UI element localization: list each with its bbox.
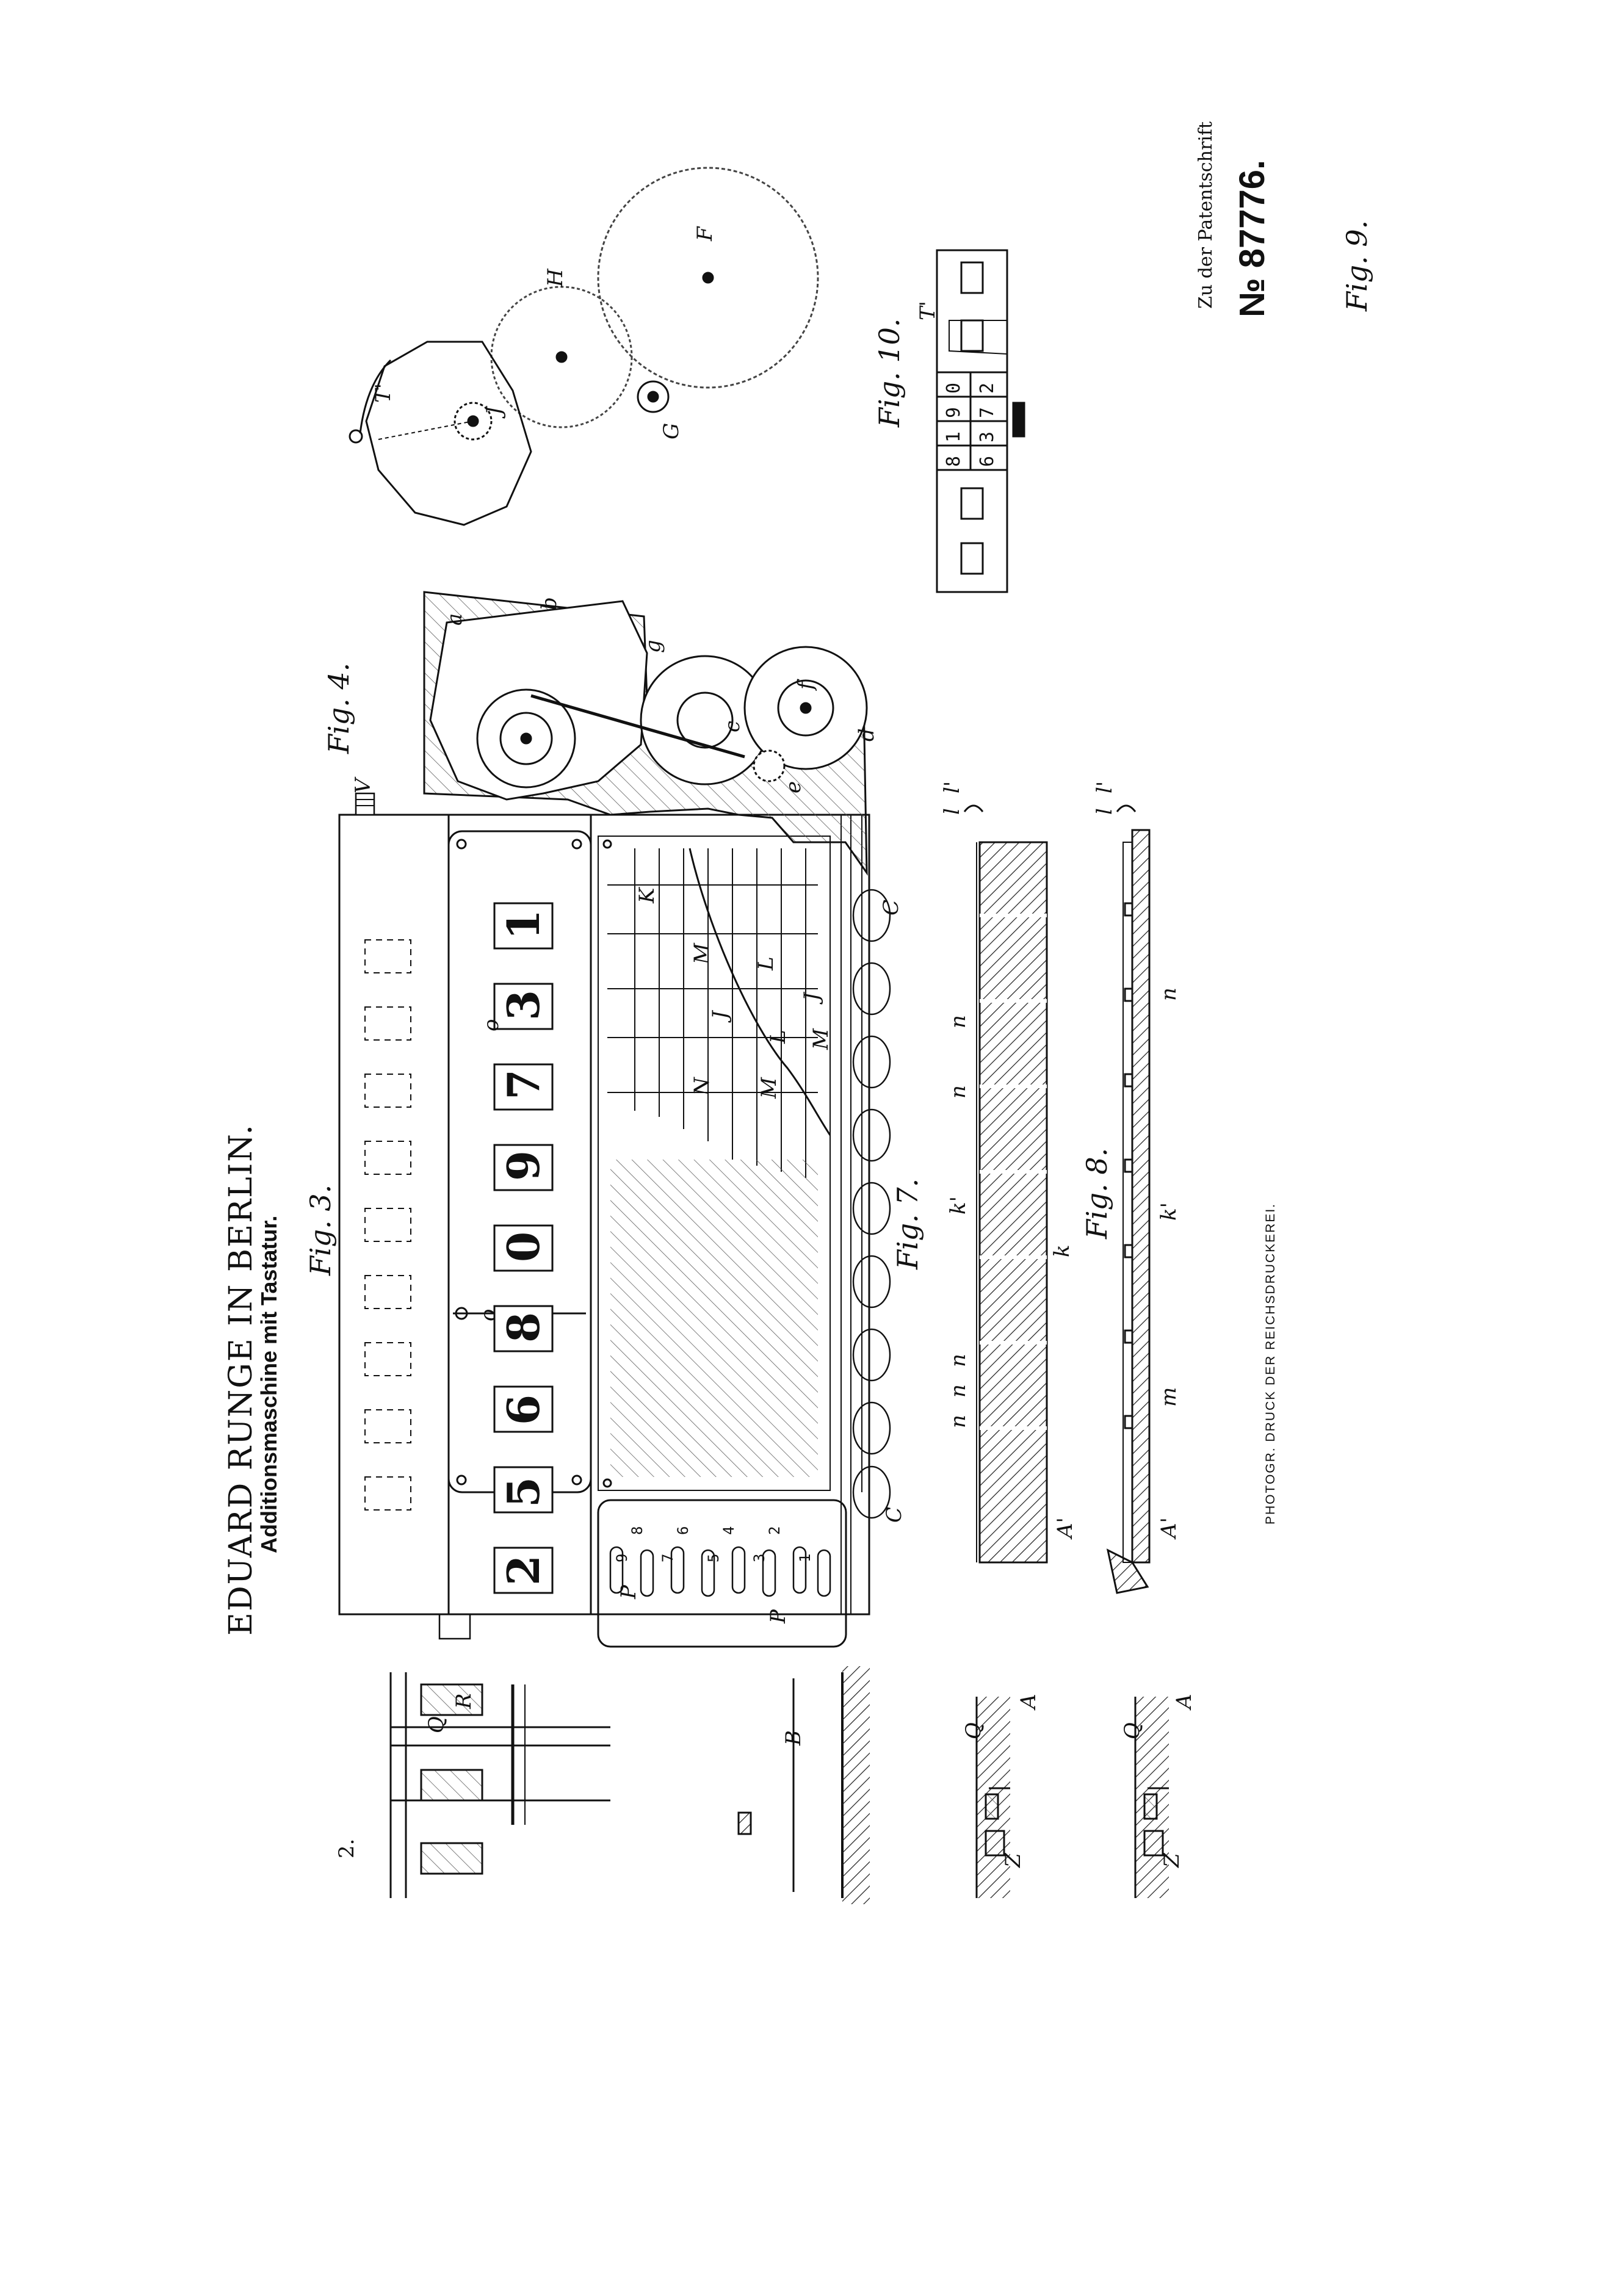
slot-number: 3	[751, 1553, 768, 1562]
part-label: M	[757, 1077, 781, 1099]
figure-3-drawing	[338, 792, 891, 1648]
slot-number: 1	[797, 1553, 814, 1562]
fig10-digit: 1	[943, 431, 964, 442]
fig10-digit: 2	[977, 382, 998, 394]
part-label: T'	[371, 383, 396, 403]
slot-number: 2	[766, 1526, 783, 1535]
part-label: b	[537, 597, 562, 610]
part-label: f	[793, 682, 818, 690]
part-label: l'	[940, 781, 964, 793]
figure-9-drawing	[349, 167, 819, 526]
part-label: Z	[1160, 1853, 1184, 1868]
slot-number: 5	[705, 1553, 722, 1562]
part-label: G	[659, 422, 684, 439]
fig10-digit: 9	[943, 406, 964, 418]
part-label: n	[946, 1415, 971, 1428]
part-label: Q	[424, 1716, 449, 1733]
figure-3-section-drawing	[389, 1666, 870, 1904]
part-label: L	[754, 956, 778, 970]
part-label: N	[690, 1077, 714, 1096]
figure-10-drawing	[936, 249, 1025, 593]
display-digit: 6	[497, 1394, 549, 1425]
slot-number: 9	[613, 1553, 631, 1562]
slot-number: 4	[720, 1526, 737, 1535]
part-label: M	[809, 1028, 833, 1050]
part-label: n	[946, 1354, 971, 1367]
part-label: H	[543, 269, 568, 287]
part-label: B	[781, 1730, 806, 1745]
part-label: K	[635, 887, 659, 903]
fig10-digit: 6	[977, 455, 998, 467]
part-label: n	[946, 1015, 971, 1028]
display-digit: 3	[497, 989, 549, 1020]
slot-number: 6	[674, 1526, 692, 1535]
part-label: F	[693, 226, 717, 241]
display-digit: 9	[497, 1150, 549, 1181]
part-label: R	[452, 1693, 476, 1709]
small-sections-drawing	[975, 1697, 1169, 1898]
part-label: A'	[1157, 1517, 1181, 1538]
part-label: C	[879, 899, 903, 915]
figure-4-drawing	[423, 591, 868, 876]
part-label: g	[641, 640, 665, 653]
display-digit: 7	[497, 1069, 549, 1100]
fig10-digit: 8	[943, 455, 964, 467]
fig10-digit: 7	[977, 406, 998, 418]
part-label: J	[800, 992, 824, 1001]
part-label: J	[482, 406, 507, 415]
part-label: k	[1050, 1244, 1074, 1257]
part-label: L	[766, 1030, 790, 1044]
part-label: a	[443, 613, 467, 626]
fig10-digit: 0	[943, 382, 964, 394]
slot-number: 7	[659, 1553, 676, 1562]
part-label: Z	[1001, 1853, 1025, 1868]
part-label: C	[882, 1506, 906, 1523]
slot-number: 8	[629, 1526, 646, 1535]
part-label: J	[708, 1011, 732, 1019]
part-label: n	[946, 1384, 971, 1398]
display-digit: 0	[497, 1231, 549, 1262]
part-label: P	[616, 1585, 641, 1599]
display-digit: 8	[497, 1312, 549, 1343]
part-label: e	[781, 781, 806, 793]
fig10-digit: 3	[977, 431, 998, 442]
part-label: M	[690, 943, 714, 964]
part-label: o	[476, 1309, 501, 1321]
part-label: o	[479, 1019, 504, 1031]
part-label: c	[720, 720, 745, 732]
part-label: l'	[1093, 781, 1117, 793]
display-digit: 1	[497, 909, 549, 940]
part-label: k'	[946, 1196, 971, 1215]
part-label: m	[1157, 1387, 1181, 1407]
part-label: P	[766, 1609, 790, 1623]
part-label: Q	[1120, 1722, 1144, 1739]
part-label: T'	[916, 300, 940, 320]
part-label: d	[855, 728, 879, 742]
display-digit: 5	[497, 1476, 549, 1507]
part-label: n	[1157, 987, 1181, 1001]
figure-8-drawing	[1106, 804, 1151, 1594]
part-label: l	[940, 808, 964, 815]
part-label: A	[1016, 1694, 1041, 1709]
part-label: Q	[961, 1722, 986, 1739]
figure-7-drawing	[963, 804, 1048, 1564]
display-digit: 2	[497, 1554, 549, 1586]
part-label: A	[1172, 1694, 1196, 1709]
part-label: n	[946, 1085, 971, 1099]
part-label: k'	[1157, 1202, 1181, 1221]
part-label: l	[1093, 808, 1117, 815]
part-label: A'	[1053, 1517, 1077, 1538]
part-label: V	[351, 778, 375, 793]
